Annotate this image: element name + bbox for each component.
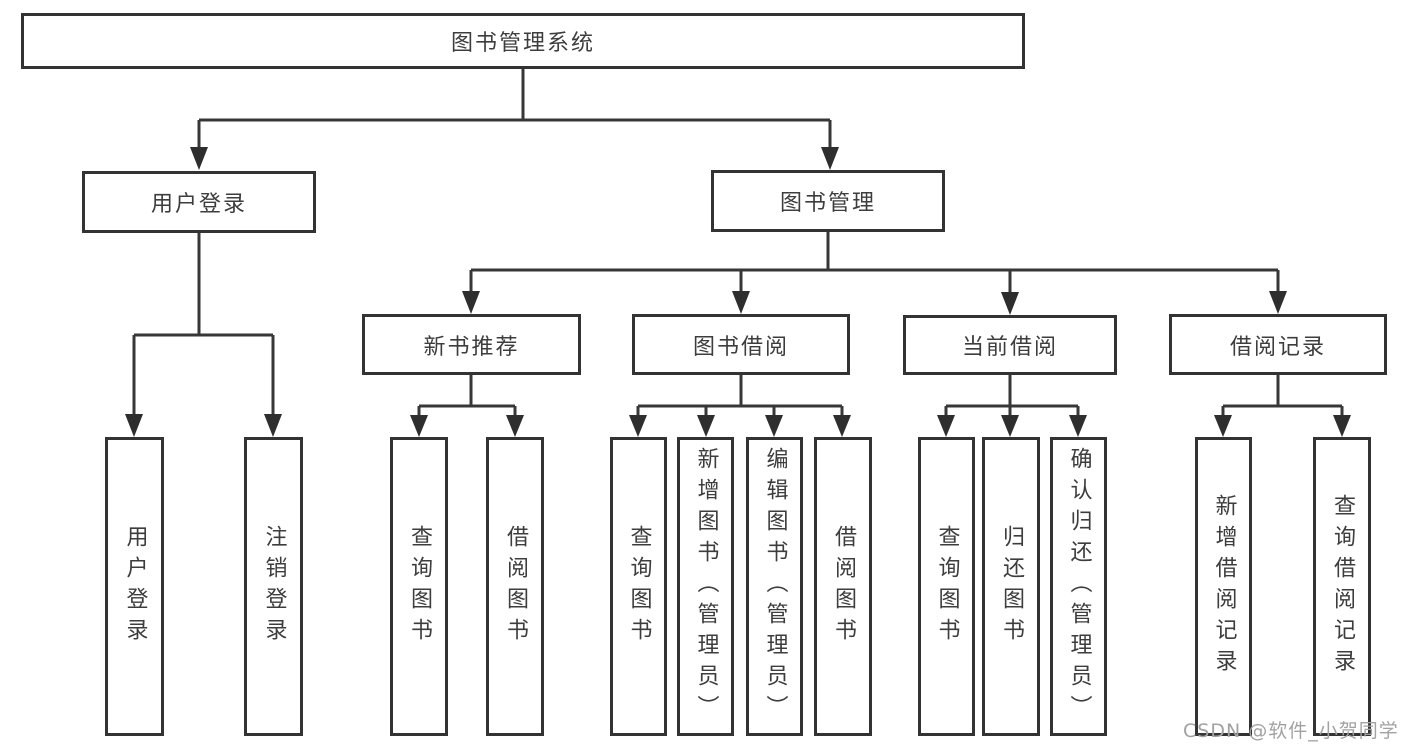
node-book-borrowing: 图书借阅 bbox=[632, 314, 850, 375]
leaf-edit-books-admin: 编辑图书（管理员） bbox=[746, 437, 803, 736]
leaf-label: 借阅图书 bbox=[503, 524, 528, 649]
leaf-add-books-admin: 新增图书（管理员） bbox=[677, 437, 734, 736]
leaf-logout: 注销登录 bbox=[244, 437, 303, 736]
arrowheads bbox=[125, 147, 1351, 437]
leaf-label: 查询图书 bbox=[934, 524, 960, 649]
leaf-query-borrow-record: 查询借阅记录 bbox=[1313, 437, 1371, 736]
leaf-label: 查询图书 bbox=[626, 524, 652, 649]
leaf-return-books: 归还图书 bbox=[982, 437, 1040, 736]
node-label: 借阅记录 bbox=[1229, 334, 1326, 360]
leaf-label: 查询图书 bbox=[407, 524, 432, 649]
node-user-login: 用户登录 bbox=[82, 171, 316, 233]
leaf-label: 归还图书 bbox=[999, 524, 1024, 649]
node-label: 图书管理 bbox=[779, 191, 876, 216]
leaf-label: 确认归还（管理员） bbox=[1066, 447, 1092, 726]
node-library-management-system: 图书管理系统 bbox=[21, 13, 1025, 69]
leaf-query-books-current: 查询图书 bbox=[918, 437, 975, 736]
node-label: 新书推荐 bbox=[423, 334, 520, 360]
leaf-add-borrow-record: 新增借阅记录 bbox=[1195, 437, 1252, 736]
leaf-query-books-recommend: 查询图书 bbox=[390, 437, 448, 736]
leaf-label: 查询借阅记录 bbox=[1330, 493, 1355, 680]
node-label: 图书借阅 bbox=[692, 334, 789, 360]
leaf-confirm-return-admin: 确认归还（管理员） bbox=[1050, 437, 1107, 736]
node-current-borrowing: 当前借阅 bbox=[903, 315, 1117, 375]
leaf-user-login: 用户登录 bbox=[105, 437, 164, 736]
csdn-watermark: CSDN @软件_小贺同学 bbox=[1183, 720, 1399, 742]
node-label: 图书管理系统 bbox=[450, 31, 595, 56]
node-borrowing-records: 借阅记录 bbox=[1169, 314, 1387, 375]
leaf-borrow-books-recommend: 借阅图书 bbox=[486, 437, 544, 736]
leaf-label: 注销登录 bbox=[261, 524, 287, 649]
leaf-query-books-borrow: 查询图书 bbox=[610, 437, 667, 736]
node-label: 用户登录 bbox=[150, 192, 247, 217]
leaf-label: 新增借阅记录 bbox=[1211, 493, 1237, 680]
leaf-label: 借阅图书 bbox=[831, 524, 856, 649]
leaf-label: 新增图书（管理员） bbox=[693, 447, 719, 726]
leaf-label: 编辑图书（管理员） bbox=[762, 447, 788, 726]
leaf-label: 用户登录 bbox=[122, 524, 148, 649]
node-new-book-recommendation: 新书推荐 bbox=[362, 314, 581, 375]
node-book-management: 图书管理 bbox=[711, 170, 945, 232]
node-label: 当前借阅 bbox=[961, 335, 1058, 360]
leaf-borrow-books: 借阅图书 bbox=[814, 437, 872, 736]
